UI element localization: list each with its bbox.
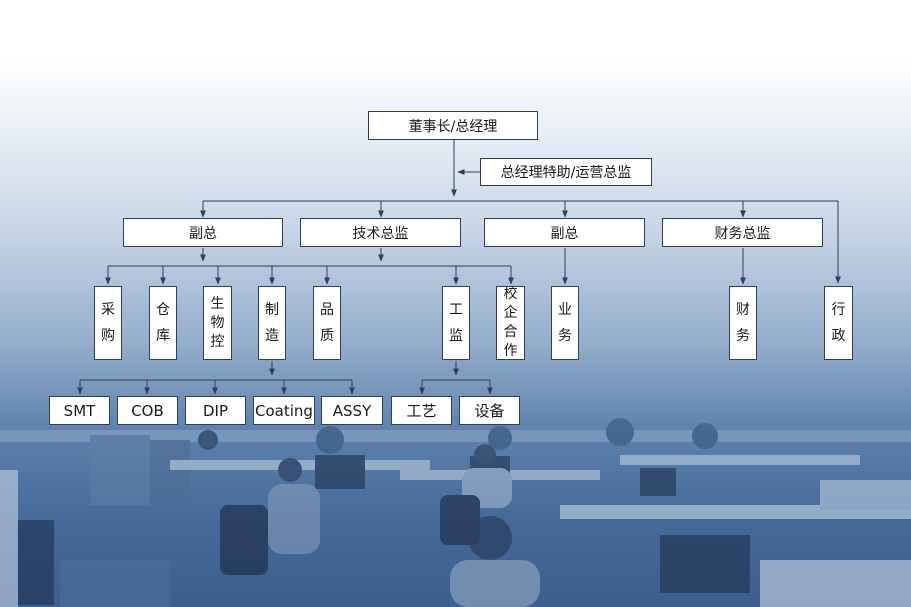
- node-finance-director-label: 财务总监: [714, 225, 771, 242]
- node-dept-quality-char-0: 品: [320, 302, 334, 319]
- node-vp1: 副总: [123, 218, 283, 247]
- node-dept-finance: 财务: [729, 286, 757, 360]
- node-line-coating-label: Coating: [255, 401, 313, 420]
- node-line-smt-label: SMT: [63, 401, 96, 420]
- node-dept-business: 业务: [551, 286, 579, 360]
- node-dept-procurement-char-1: 购: [101, 327, 115, 344]
- node-dept-quality: 品质: [313, 286, 341, 360]
- node-tech-director-label: 技术总监: [352, 225, 409, 242]
- node-dept-material-control: 生物控: [203, 286, 232, 360]
- node-dept-admin: 行政: [824, 286, 853, 360]
- node-dept-admin-char-1: 政: [831, 327, 846, 344]
- node-unit-equipment-label: 设备: [474, 402, 505, 420]
- node-line-smt: SMT: [49, 396, 110, 425]
- node-dept-material-control-char-2: 控: [210, 333, 225, 350]
- node-root-label: 董事长/总经理: [408, 118, 498, 135]
- node-line-cob-label: COB: [131, 401, 164, 420]
- node-vp1-label: 副总: [189, 225, 217, 242]
- node-dept-manufacturing-char-0: 制: [265, 302, 279, 319]
- node-dept-warehouse: 仓库: [149, 286, 177, 360]
- node-dept-finance-char-0: 财: [736, 302, 750, 319]
- node-dept-quality-char-1: 质: [320, 327, 334, 344]
- node-assistant: 总经理特助/运营总监: [480, 158, 652, 186]
- node-line-assy-label: ASSY: [332, 401, 372, 420]
- node-dept-engineering-char-0: 工: [449, 302, 463, 319]
- node-dept-finance-char-1: 务: [736, 327, 750, 344]
- node-unit-craft: 工艺: [391, 396, 452, 425]
- node-dept-material-control-char-0: 生: [210, 295, 225, 312]
- node-dept-admin-char-0: 行: [831, 302, 846, 319]
- node-unit-equipment: 设备: [459, 396, 520, 425]
- node-dept-school-enterprise-char-1: 企: [503, 305, 518, 321]
- node-dept-warehouse-char-1: 库: [156, 327, 170, 344]
- node-line-dip-label: DIP: [202, 401, 229, 420]
- node-dept-manufacturing-char-1: 造: [265, 327, 279, 344]
- node-vp2-label: 副总: [550, 225, 579, 242]
- node-line-dip: DIP: [185, 396, 246, 425]
- node-dept-material-control-char-1: 物: [210, 314, 225, 331]
- node-finance-director: 财务总监: [662, 218, 823, 247]
- node-assistant-label: 总经理特助/运营总监: [500, 165, 632, 181]
- node-dept-business-char-0: 业: [558, 302, 572, 319]
- node-dept-engineering: 工监: [442, 286, 470, 360]
- node-dept-engineering-char-1: 监: [449, 327, 463, 344]
- node-dept-school-enterprise-char-2: 合: [503, 324, 518, 340]
- node-unit-craft-label: 工艺: [406, 402, 437, 420]
- node-line-cob: COB: [117, 396, 178, 425]
- node-dept-warehouse-char-0: 仓: [156, 302, 170, 319]
- node-dept-procurement: 采购: [94, 286, 122, 360]
- node-dept-school-enterprise: 校企合作: [496, 286, 525, 360]
- node-root: 董事长/总经理: [368, 111, 538, 140]
- node-dept-school-enterprise-char-0: 校: [503, 286, 518, 302]
- node-vp2: 副总: [484, 218, 645, 247]
- node-tech-director: 技术总监: [300, 218, 461, 247]
- node-dept-manufacturing: 制造: [258, 286, 286, 360]
- node-line-assy: ASSY: [321, 396, 383, 425]
- node-line-coating: Coating: [253, 396, 315, 425]
- node-dept-business-char-1: 务: [558, 327, 572, 344]
- node-dept-procurement-char-0: 采: [101, 302, 115, 319]
- node-dept-school-enterprise-char-3: 作: [503, 343, 518, 359]
